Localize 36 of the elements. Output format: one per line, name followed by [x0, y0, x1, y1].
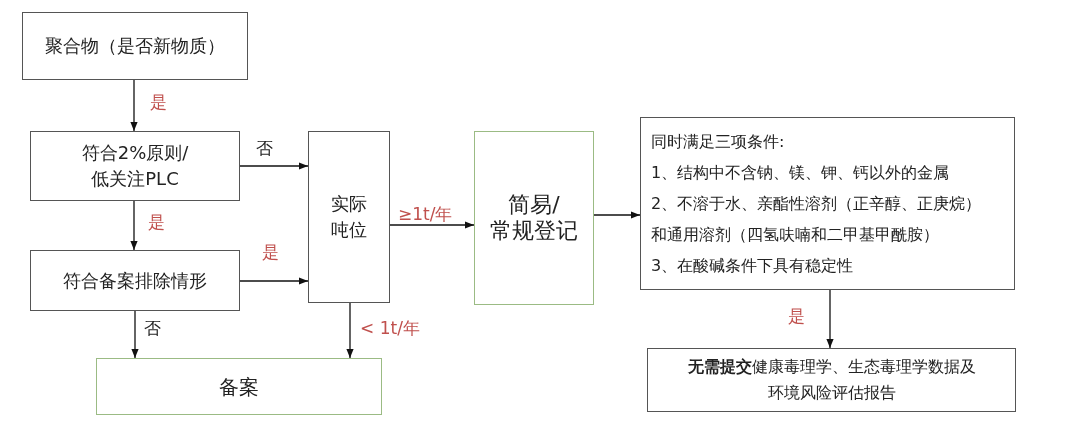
box-label: 备案	[219, 373, 259, 400]
edge-label: ≥1t/年	[398, 204, 453, 224]
box-label: 符合2%原则/低关注PLC	[80, 141, 190, 191]
edge-label: 是	[148, 212, 165, 232]
box-label: 聚合物（是否新物质）	[45, 34, 225, 58]
box-label: 实际吨位	[330, 192, 368, 242]
box-label: 2、不溶于水、亲酯性溶剂（正辛醇、正庚烷）和通用溶剂（四氢呋喃和二甲基甲酰胺）	[651, 193, 983, 246]
result-box	[474, 131, 594, 305]
arrow	[130, 200, 138, 251]
box-label: 1、结构中不含钠、镁、钾、钙以外的金属	[651, 162, 951, 184]
edge-label: 否	[256, 138, 273, 158]
decision-box	[30, 250, 240, 311]
box-label: 符合备案排除情形	[63, 268, 207, 293]
arrow	[131, 310, 139, 359]
box-label: 无需提交健康毒理学、生态毒理学数据及环境风险评估报告	[686, 356, 977, 404]
arrow	[389, 221, 475, 229]
edge-label: 否	[144, 318, 161, 338]
box-label: 3、在酸碱条件下具有稳定性	[651, 255, 855, 277]
condition-box	[640, 117, 1015, 290]
process-box	[22, 12, 248, 80]
arrow	[593, 211, 641, 219]
box-label: 同时满足三项条件:	[651, 131, 786, 153]
result-box	[647, 348, 1016, 412]
process-box	[308, 131, 390, 303]
edge-label: 是	[262, 242, 279, 262]
box-label: 简易/常规登记	[489, 192, 579, 244]
arrow	[239, 162, 309, 170]
edge-label: 是	[788, 306, 805, 326]
edge-label: < 1t/年	[360, 318, 420, 338]
decision-box	[30, 131, 240, 201]
arrow	[346, 302, 354, 359]
result-box	[96, 358, 382, 415]
edge-label: 是	[150, 92, 167, 112]
arrow	[239, 277, 309, 285]
arrow	[826, 289, 834, 349]
arrow	[130, 79, 138, 132]
